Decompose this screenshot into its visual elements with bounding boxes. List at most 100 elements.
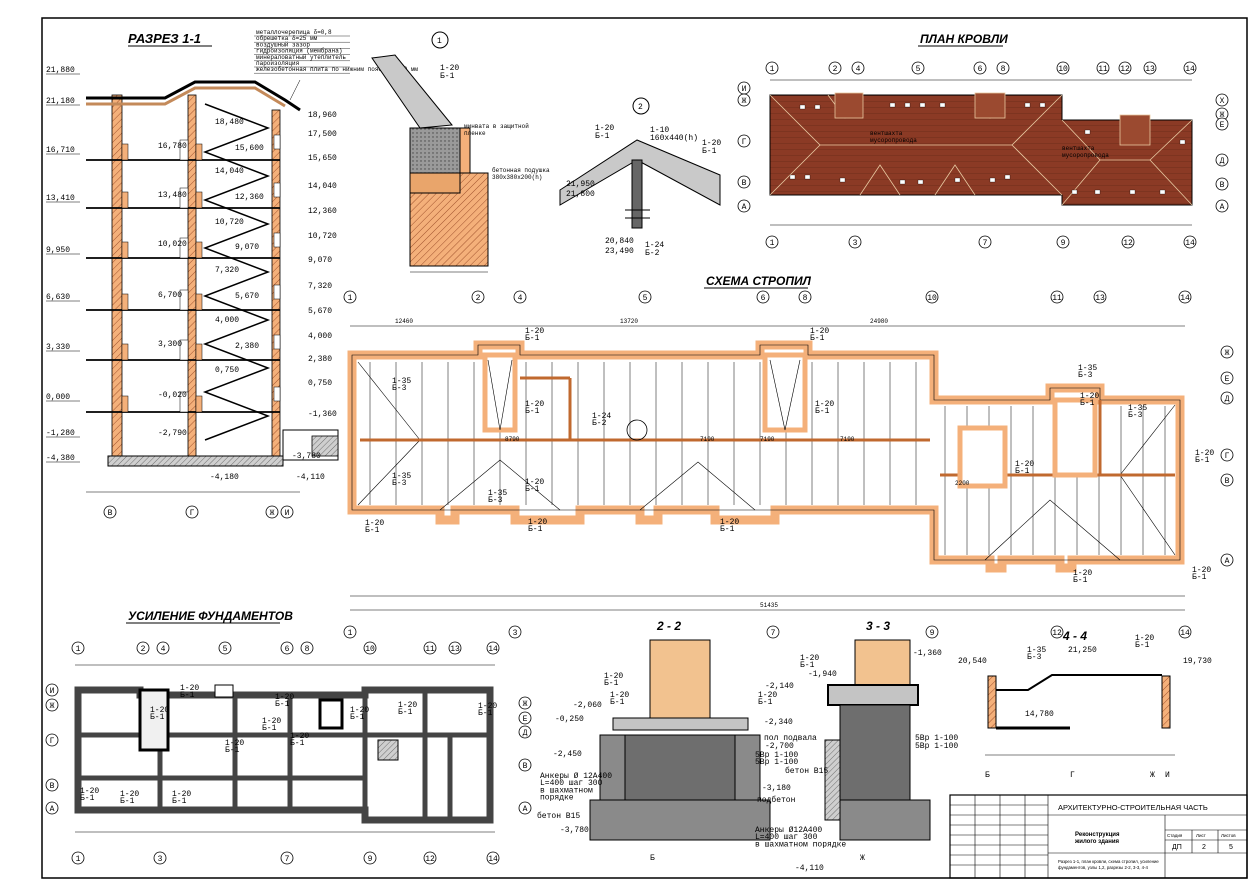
level-mark-right: 10,720	[308, 232, 337, 241]
level-mark-right: 7,320	[308, 282, 332, 291]
legend-item: обрешетка δ=25 мм	[256, 35, 318, 42]
section-4-4-mark: 19,730	[1183, 657, 1212, 666]
level-mark-left: 9,950	[46, 246, 70, 255]
axis-label: 12	[1052, 629, 1062, 638]
rafter-axis-top: 8	[798, 290, 812, 304]
axis-label: В	[1225, 477, 1230, 486]
section-2-2-mark: -2,450	[553, 750, 582, 759]
axis-label: И	[742, 85, 747, 94]
level-mark-left: 13,410	[46, 194, 75, 203]
axis-label: 14	[488, 855, 498, 864]
floor-mark: -2,790	[158, 429, 187, 438]
node-1-number: 1	[437, 37, 442, 46]
rafter-axis-right: Ж	[1220, 345, 1234, 359]
level-mark-left: -1,280	[46, 429, 75, 438]
section-levels-right: 18,96017,50015,65014,04012,36010,7209,07…	[308, 111, 337, 419]
stair-mark: 18,480	[215, 118, 244, 127]
axis-label: 2	[141, 645, 146, 654]
axis-label: 10	[1058, 65, 1068, 74]
roof-window	[839, 177, 846, 183]
axis-label: 1	[76, 855, 81, 864]
foundation-axis-right: В	[518, 758, 532, 772]
roof-axis-bottom: 1	[765, 235, 779, 249]
dimension-value: 8790	[505, 436, 520, 443]
axis-label: 1	[770, 239, 775, 248]
axis-label: В	[50, 782, 55, 791]
roof-window	[789, 174, 796, 180]
roof-axis-left: В	[737, 175, 751, 189]
axis-label: 4	[161, 645, 166, 654]
axis-label: А	[1220, 203, 1225, 212]
axis-label: 2	[476, 294, 481, 303]
foundation-axis-top: 13	[448, 641, 462, 655]
stair-mark: 10,720	[215, 218, 244, 227]
axis-label: А	[523, 805, 528, 814]
axis-label: Ж	[523, 700, 528, 709]
axis-label: 7	[771, 629, 776, 638]
node-2-level-1: 21,950	[566, 180, 595, 189]
section-4-4-mark: 20,540	[958, 657, 987, 666]
section-2-2-mark: Б	[650, 854, 655, 863]
roof-axis-bottom: 7	[978, 235, 992, 249]
section-4-4-mark: 21,250	[1068, 646, 1097, 655]
axis-label: 7	[285, 855, 290, 864]
roof-axis-left: А	[737, 199, 751, 213]
roof-window	[939, 102, 946, 108]
level-mark-right: 18,960	[308, 111, 337, 120]
dimension-value: 2200	[955, 480, 970, 487]
rafter-scheme-title: СХЕМА СТРОПИЛ	[706, 274, 812, 288]
legend-item: гидроизоляция (мембрана)	[256, 48, 342, 55]
axis-label: Х	[1220, 97, 1225, 106]
section-axis: Ж	[265, 505, 279, 519]
section-stair-marks: 18,48015,60014,04012,36010,7209,0707,320…	[215, 118, 264, 375]
section-4-4-mark: Ж	[1150, 771, 1155, 780]
foundation-axis-top: 8	[300, 641, 314, 655]
roof-axis-top: 2	[828, 61, 842, 75]
roof-window	[1084, 129, 1091, 135]
dimension-value: 7190	[700, 436, 715, 443]
level-mark-right: 17,500	[308, 130, 337, 139]
section-axis: И	[280, 505, 294, 519]
floor-mark: 10,020	[158, 240, 187, 249]
legend-item: железобетонная плита по нижним поясам δ=…	[256, 66, 418, 73]
axis-label: Ж	[742, 97, 747, 106]
axis-label: Г	[50, 737, 55, 746]
axis-label: Е	[1220, 121, 1225, 130]
level-mark-right: 14,040	[308, 182, 337, 191]
foundation-axis-bottom: 3	[153, 851, 167, 865]
rafter-axis-bottom: 14	[1178, 625, 1192, 639]
foundation-axis-top: 5	[218, 641, 232, 655]
title-block-col-stage: Стадия	[1167, 833, 1183, 838]
axis-label: 1	[76, 645, 81, 654]
roof-axis-top: 4	[851, 61, 865, 75]
axis-label: 10	[927, 294, 937, 303]
floor-mark: 16,780	[158, 142, 187, 151]
level-mark-left: 0,000	[46, 393, 70, 402]
floor-mark: -0,020	[158, 391, 187, 400]
axis-label: В	[742, 179, 747, 188]
axis-label: Д	[1225, 395, 1230, 404]
roof-axis-right: Д	[1215, 153, 1229, 167]
axis-label: 3	[513, 629, 518, 638]
section-title: РАЗРЕЗ 1-1	[128, 31, 201, 46]
section-3-3-title: 3 - 3	[866, 619, 890, 633]
